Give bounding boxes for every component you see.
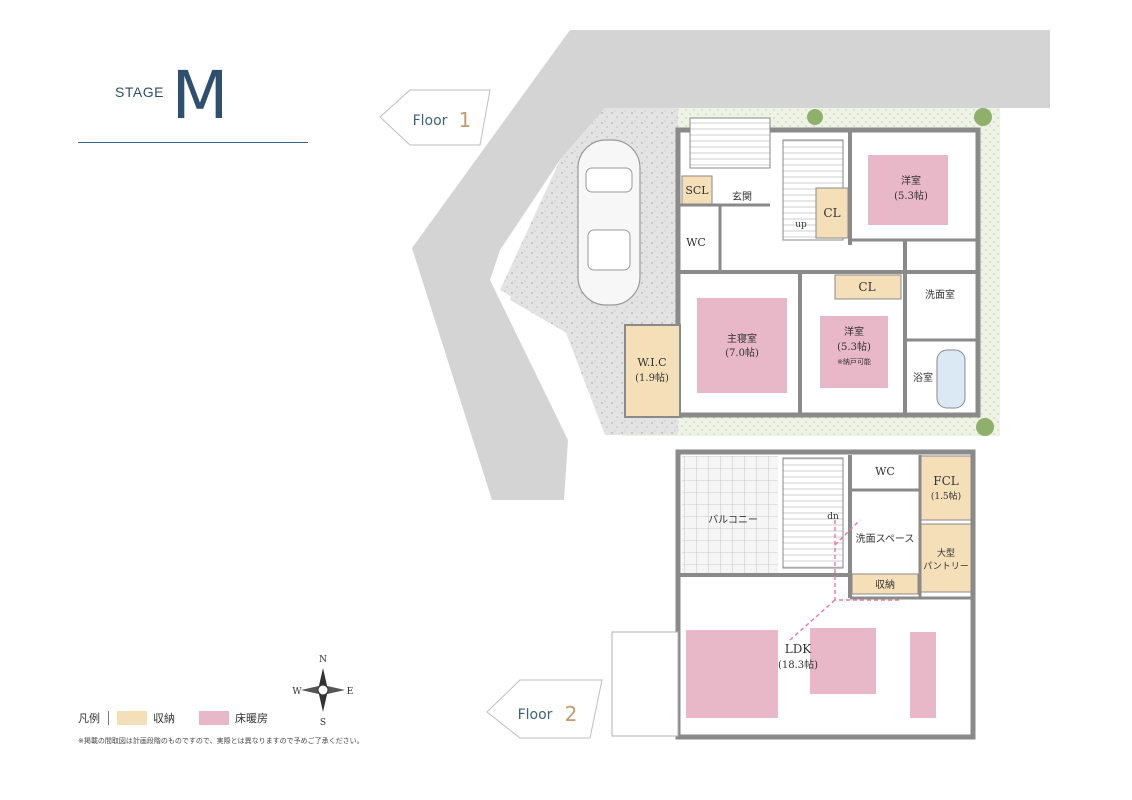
room-ldk-size: (18.3帖) bbox=[778, 658, 818, 671]
floor1-prefix: Floor bbox=[413, 113, 448, 129]
room-washroom: 洗面室 bbox=[925, 288, 955, 301]
stage-underline bbox=[78, 142, 308, 143]
legend-title: 凡例 bbox=[78, 712, 100, 725]
room-pantry-2: パントリー bbox=[923, 561, 968, 572]
floor2-prefix: Floor bbox=[518, 707, 553, 723]
room-entrance: 玄関 bbox=[732, 190, 752, 203]
room-wash-space: 洗面スペース bbox=[856, 533, 915, 545]
room-wc-f1: WC bbox=[686, 236, 706, 249]
room-scl: SCL bbox=[685, 184, 709, 197]
compass-w: W bbox=[292, 687, 302, 697]
room-western-a-size: (5.3帖) bbox=[894, 189, 928, 202]
legend-heating-label: 床暖房 bbox=[235, 712, 268, 725]
room-wc-f2: WC bbox=[875, 465, 895, 478]
car-icon bbox=[577, 139, 641, 306]
stage-label: STAGE bbox=[115, 84, 164, 100]
floor1-house bbox=[624, 108, 994, 436]
compass-icon bbox=[301, 668, 345, 712]
stair-up: up bbox=[795, 220, 807, 230]
stair-dn: dn bbox=[827, 512, 839, 522]
legend-heating-swatch bbox=[199, 711, 229, 725]
room-ldk: LDK bbox=[785, 642, 813, 656]
disclaimer-note: ※掲載の間取図は計画段階のものですので、実際とは異なりますので予めご了承ください… bbox=[78, 737, 364, 745]
room-western-a: 洋室 bbox=[901, 174, 921, 187]
room-western-b: 洋室 bbox=[844, 325, 864, 338]
floor1-number: 1 bbox=[459, 108, 472, 132]
legend-storage-swatch bbox=[117, 711, 147, 725]
floor2-number: 2 bbox=[565, 702, 578, 726]
compass-s: S bbox=[320, 718, 326, 728]
room-wic: W.I.C bbox=[637, 356, 666, 369]
room-western-b-size: (5.3帖) bbox=[837, 340, 871, 353]
room-cl-b: CL bbox=[858, 280, 875, 294]
room-western-b-note: ※納戸可能 bbox=[837, 357, 871, 366]
compass-e: E bbox=[347, 687, 354, 697]
floor2-house bbox=[611, 449, 976, 740]
room-bath: 浴室 bbox=[913, 371, 933, 384]
floor2-arrow bbox=[486, 679, 603, 739]
room-fcl-size: (1.5帖) bbox=[931, 490, 961, 502]
room-wic-size: (1.9帖) bbox=[635, 371, 669, 384]
room-fcl: FCL bbox=[933, 474, 959, 488]
floor1-arrow bbox=[379, 89, 491, 146]
legend: 凡例 収納 床暖房 bbox=[78, 710, 268, 726]
legend-divider bbox=[108, 711, 109, 725]
room-cl-hall: CL bbox=[823, 206, 840, 220]
stage-letter: M bbox=[172, 57, 229, 134]
room-storage-f2: 収納 bbox=[875, 578, 895, 591]
room-master: 主寝室 bbox=[727, 332, 757, 345]
room-pantry: 大型 bbox=[937, 547, 955, 559]
room-master-size: (7.0帖) bbox=[725, 346, 759, 359]
legend-storage-label: 収納 bbox=[153, 712, 175, 725]
road bbox=[412, 30, 1050, 500]
compass-n: N bbox=[319, 655, 327, 665]
room-balcony: バルコニー bbox=[708, 514, 758, 526]
